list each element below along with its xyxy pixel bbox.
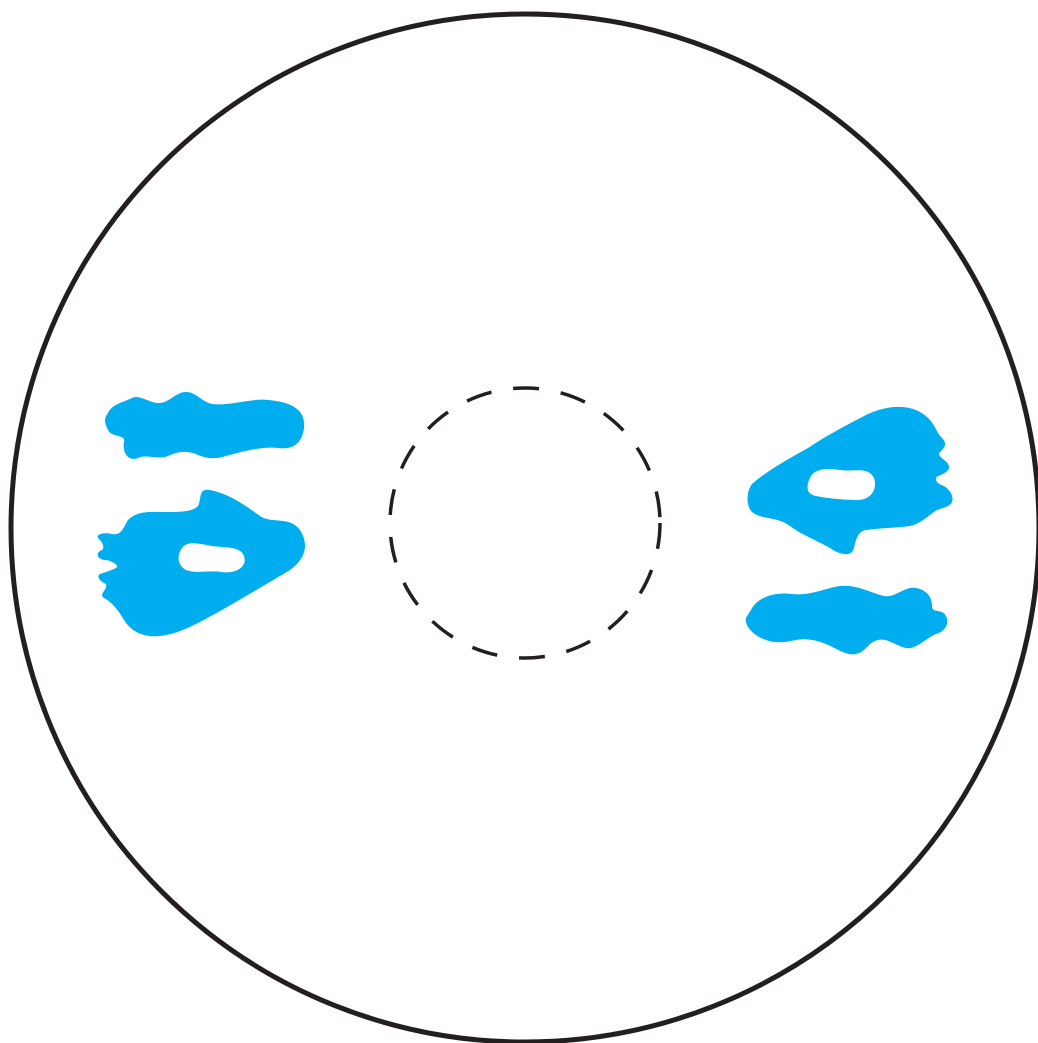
blob-right-lower (746, 586, 948, 655)
blob-left-upper (105, 392, 304, 459)
blob-right-upper (748, 407, 953, 554)
center-dashed-circle (390, 388, 660, 658)
blob-left-lower (98, 490, 305, 637)
